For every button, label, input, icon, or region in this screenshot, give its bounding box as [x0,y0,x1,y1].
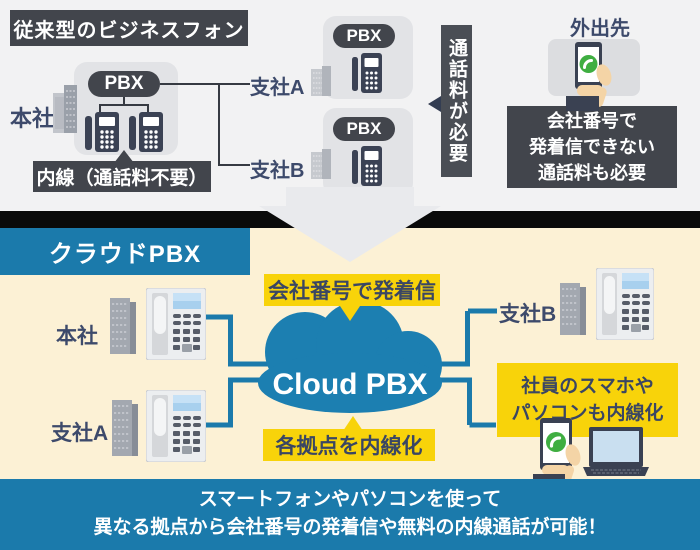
shishaA-label-cloud: 支社A [51,422,109,445]
pbx-pill-honsha: PBX [88,71,160,97]
info-line: 通話料も必要 [538,163,646,183]
smartphone-in-hand-icon [566,42,612,111]
smartphone-and-laptop-icons [533,418,649,479]
smartphone-in-hand-icon [533,418,581,479]
office-phone-icon [146,390,206,462]
laptop-icon [583,427,649,476]
callfee-required-banner: 通話料が必要 [441,25,472,177]
section-divider-bar [0,211,700,228]
company-number-tag: 会社番号で発着信 [264,274,440,306]
employee-devices-line: 社員のスマホや [521,376,654,397]
traditional-section-title: 従来型のビジネスフォン [10,10,248,46]
pbx-pill-shishaB: PBX [333,117,395,141]
desk-phone-icon [352,53,382,93]
honsha-label: 本社 [10,106,55,131]
phone-call-icon [546,432,566,452]
office-phone-icon [596,268,654,340]
building-icon [112,400,138,456]
info-line: 会社番号で [547,111,637,131]
naisen-callout: 内線（通話料不要） [33,161,211,192]
building-icon [311,66,331,96]
gaishutsu-info-callout: 会社番号で 発着信できない 通話料も必要 [507,106,677,188]
building-icon [53,85,77,133]
building-icon [110,298,136,354]
office-phone-icon [146,288,206,360]
shishaB-label: 支社B [250,160,305,182]
desk-phone-icon [85,112,119,152]
desk-phone-icon [352,146,382,186]
footer-bar [0,479,700,550]
shishaA-label: 支社A [250,77,305,99]
shishaB-label-cloud: 支社B [499,303,557,326]
building-icon [311,149,331,179]
extension-tag: 各拠点を内線化 [263,429,435,461]
info-line: 発着信できない [529,137,655,157]
footer-message: スマートフォンやパソコンを使って 異なる拠点から会社番号の発着信や無料の内線通話… [0,486,700,542]
gaishutsu-label: 外出先 [570,18,630,40]
cloud-section-title: クラウドPBX [0,228,250,275]
pbx-pill-shishaA: PBX [333,24,395,48]
desk-phone-icon [129,112,163,152]
footer-line: 異なる拠点から会社番号の発着信や無料の内線通話が可能！ [93,517,607,538]
phone-call-icon [579,55,598,73]
honsha-label-cloud: 本社 [56,325,98,348]
building-icon [560,283,586,335]
footer-line: スマートフォンやパソコンを使って [198,489,502,510]
